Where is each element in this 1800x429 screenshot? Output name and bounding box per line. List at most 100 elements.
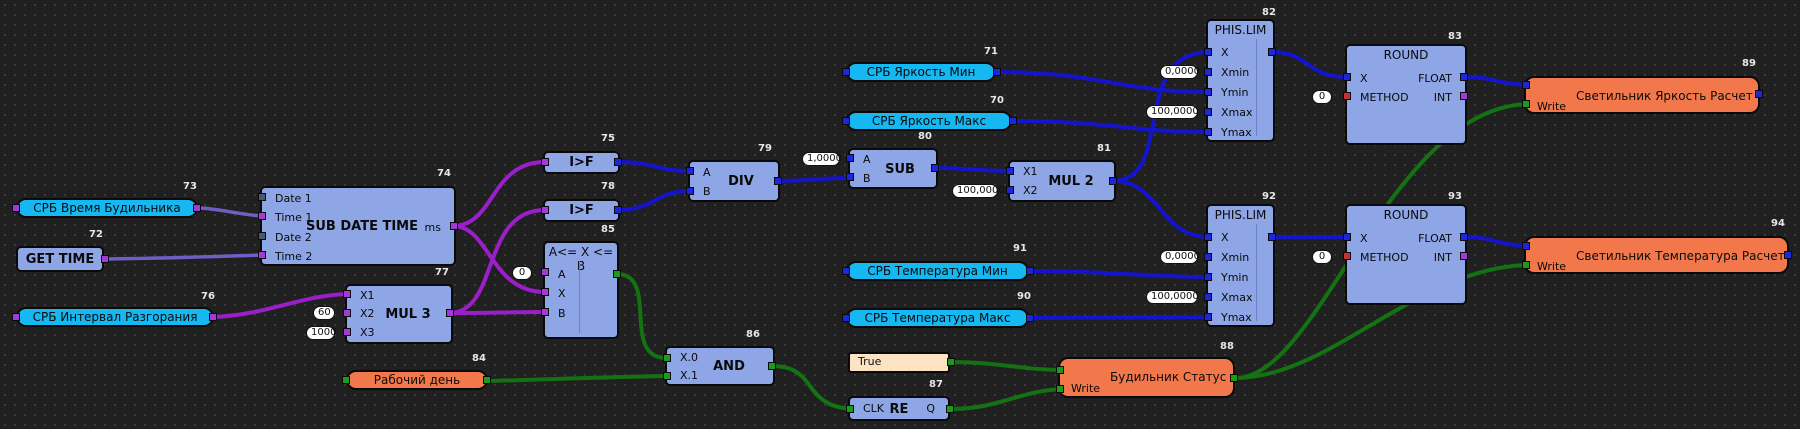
port-76-left[interactable]: [12, 313, 20, 321]
port-77-out[interactable]: [446, 309, 454, 317]
port-81-x2[interactable]: [1006, 186, 1014, 194]
port-89-write[interactable]: [1522, 100, 1530, 108]
port-74-time1[interactable]: [258, 212, 266, 220]
port-70-left[interactable]: [842, 117, 850, 125]
input-alarm-time[interactable]: СРБ Время Будильника: [16, 198, 198, 218]
block-sub-date-time[interactable]: SUB DATE TIME Date 1 Time 1 Date 2 Time …: [260, 186, 456, 266]
port-73-out[interactable]: [193, 204, 201, 212]
port-92-out[interactable]: [1268, 233, 1276, 241]
port-84-out[interactable]: [483, 376, 491, 384]
const-83-method[interactable]: 0: [1312, 90, 1332, 104]
port-83-x[interactable]: [1343, 73, 1351, 81]
wire-86-to-87[interactable]: [770, 364, 859, 411]
port-71-out[interactable]: [993, 68, 1001, 76]
port-82-xmin[interactable]: [1204, 68, 1212, 76]
port-89-out[interactable]: [1755, 90, 1763, 98]
block-mul2[interactable]: MUL 2 X1 X2: [1008, 160, 1116, 202]
port-92-ymax[interactable]: [1204, 313, 1212, 321]
port-86-x0[interactable]: [663, 354, 671, 362]
block-rising-edge[interactable]: RE CLK Q: [848, 396, 950, 421]
port-80-a[interactable]: [846, 154, 854, 162]
port-79-b[interactable]: [686, 187, 694, 195]
wire-85-to-86[interactable]: [615, 272, 669, 361]
port-87-clk[interactable]: [846, 405, 854, 413]
wire-71-to-82[interactable]: [995, 70, 1210, 94]
block-sub[interactable]: SUB A B: [848, 148, 938, 189]
port-79-a[interactable]: [686, 167, 694, 175]
wire-72-to-74[interactable]: [105, 253, 264, 261]
port-74-time2[interactable]: [258, 251, 266, 259]
port-72-out[interactable]: [101, 255, 109, 263]
port-77-x1[interactable]: [343, 290, 351, 298]
const-93-method[interactable]: 0: [1312, 250, 1332, 264]
port-88-write[interactable]: [1056, 385, 1064, 393]
port-77-x2[interactable]: [343, 309, 351, 317]
block-get-time[interactable]: GET TIME: [16, 246, 104, 272]
wire-81-to-92[interactable]: [1111, 179, 1210, 239]
port-78-out[interactable]: [614, 206, 622, 214]
block-round-93[interactable]: ROUND X METHOD FLOAT INT: [1345, 204, 1467, 305]
port-90-left[interactable]: [842, 314, 850, 322]
block-range-check[interactable]: A<= X <= B A X B: [543, 241, 619, 339]
port-81-x1[interactable]: [1006, 167, 1014, 175]
port-92-xmin[interactable]: [1204, 253, 1212, 261]
port-77-x3[interactable]: [343, 328, 351, 336]
wire-78-to-79[interactable]: [616, 189, 692, 212]
port-75-in[interactable]: [541, 158, 549, 166]
wire-82-to-83[interactable]: [1270, 50, 1349, 79]
port-82-ymin[interactable]: [1204, 88, 1212, 96]
port-82-x[interactable]: [1204, 48, 1212, 56]
const-82-xmin[interactable]: 0,0000: [1160, 65, 1200, 79]
port-82-out[interactable]: [1268, 48, 1276, 56]
wire-70-to-82[interactable]: [1011, 119, 1210, 134]
port-94-in[interactable]: [1522, 242, 1530, 250]
port-94-write[interactable]: [1522, 261, 1530, 269]
port-80-b[interactable]: [846, 173, 854, 181]
wire-84-to-86[interactable]: [487, 374, 669, 383]
port-71-left[interactable]: [842, 68, 850, 76]
wire-80-to-81[interactable]: [933, 166, 1012, 173]
const-true[interactable]: True: [848, 352, 950, 373]
port-82-ymax[interactable]: [1204, 128, 1212, 136]
port-93-int[interactable]: [1460, 252, 1468, 260]
port-83-method[interactable]: [1343, 92, 1351, 100]
port-78-in[interactable]: [541, 206, 549, 214]
port-85-b[interactable]: [541, 308, 549, 316]
output-alarm-status[interactable]: Будильник Статус Write: [1058, 357, 1235, 398]
wire-83-to-89[interactable]: [1462, 75, 1532, 87]
port-91-out[interactable]: [1026, 267, 1034, 275]
wire-91-to-92[interactable]: [1028, 269, 1210, 279]
port-70-out[interactable]: [1009, 117, 1017, 125]
port-83-int[interactable]: [1460, 92, 1468, 100]
const-80-a[interactable]: 1,0000: [802, 152, 842, 166]
output-brightness-calc[interactable]: Светильник Яркость Расчет Write: [1524, 76, 1760, 114]
port-81-out[interactable]: [1109, 177, 1117, 185]
port-74-out[interactable]: [450, 222, 458, 230]
port-74-date2[interactable]: [258, 232, 266, 240]
input-temperature-min[interactable]: СРБ Температура Мин: [846, 261, 1029, 281]
block-i-to-f-75[interactable]: I>F: [543, 151, 620, 174]
port-82-xmax[interactable]: [1204, 108, 1212, 116]
wire-75-to-79[interactable]: [616, 160, 692, 173]
port-94-out[interactable]: [1784, 251, 1792, 259]
wire-74-to-75[interactable]: [451, 160, 547, 228]
wire-77-to-78[interactable]: [447, 208, 547, 315]
port-true-out[interactable]: [947, 358, 955, 366]
port-90-out[interactable]: [1026, 314, 1034, 322]
block-phis-lim-92[interactable]: PHIS.LIM X Xmin Ymin Xmax Ymax: [1206, 204, 1275, 327]
port-87-q[interactable]: [946, 405, 954, 413]
port-88-in[interactable]: [1056, 366, 1064, 374]
port-85-x[interactable]: [541, 288, 549, 296]
const-81-x2[interactable]: 100,0000: [952, 184, 1005, 198]
port-92-xmax[interactable]: [1204, 293, 1212, 301]
wire-93-to-94[interactable]: [1462, 235, 1532, 248]
port-92-ymin[interactable]: [1204, 273, 1212, 281]
port-91-left[interactable]: [842, 267, 850, 275]
wire-90-to-92[interactable]: [1028, 315, 1210, 320]
port-88-out[interactable]: [1230, 374, 1238, 382]
input-brightness-max[interactable]: СРБ Яркость Макс: [846, 111, 1012, 131]
const-82-xmax[interactable]: 100,0000: [1146, 105, 1199, 119]
port-75-out[interactable]: [614, 158, 622, 166]
port-85-out[interactable]: [613, 270, 621, 278]
